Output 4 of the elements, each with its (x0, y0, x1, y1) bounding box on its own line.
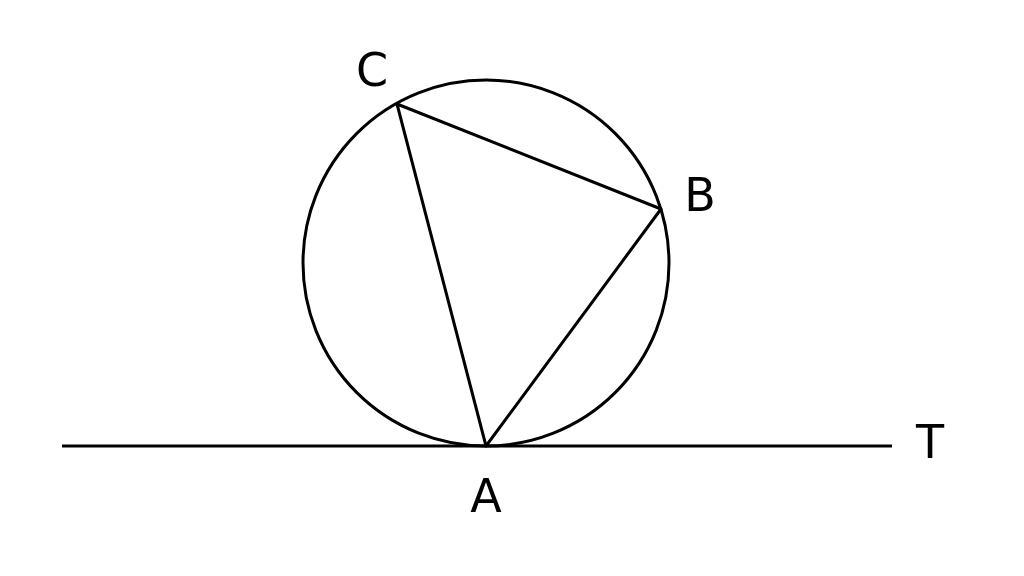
point-label: T (915, 419, 945, 465)
point-label: C (355, 47, 389, 93)
point-label: B (684, 172, 716, 218)
point-label: A (470, 473, 502, 519)
